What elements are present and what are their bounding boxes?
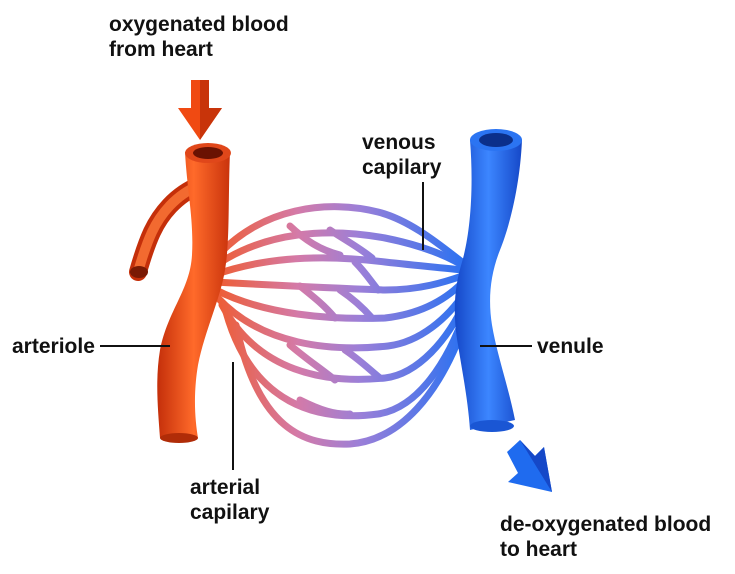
capillary-vessel	[214, 288, 469, 352]
venule-vessel	[454, 129, 522, 432]
capillary-link	[336, 286, 376, 322]
capillary-vessel	[210, 254, 466, 279]
capillary-vessel	[218, 296, 470, 383]
deoxygenated-blood-label: de-oxygenated blood to heart	[500, 513, 712, 561]
arteriole-label: arteriole	[12, 335, 95, 358]
venous-capillary-label: venous capilary	[362, 131, 442, 179]
leader-lines	[100, 182, 532, 470]
arterial-capillary-label: arterial capilary	[190, 476, 270, 524]
capillary-network	[208, 203, 470, 448]
capillary-link	[296, 396, 354, 418]
capillary-link	[326, 226, 376, 262]
capillary-link	[286, 341, 339, 384]
capillary-link	[296, 282, 339, 322]
inflow-arrow-icon	[178, 80, 222, 140]
capillary-vessel	[210, 272, 466, 294]
capillary-vessel	[208, 229, 466, 272]
venule-label: venule	[537, 335, 604, 358]
oxygenated-blood-label: oxygenated blood from heart	[109, 13, 289, 61]
capillary-link	[341, 346, 384, 382]
capillary-vessel	[208, 203, 466, 266]
arteriole-vessel	[129, 143, 231, 443]
capillary-link	[351, 258, 382, 294]
outflow-arrow-icon	[507, 440, 552, 492]
capillary-vessel	[222, 306, 470, 420]
capillary-vessel	[232, 316, 470, 448]
capillary-link	[286, 222, 344, 259]
